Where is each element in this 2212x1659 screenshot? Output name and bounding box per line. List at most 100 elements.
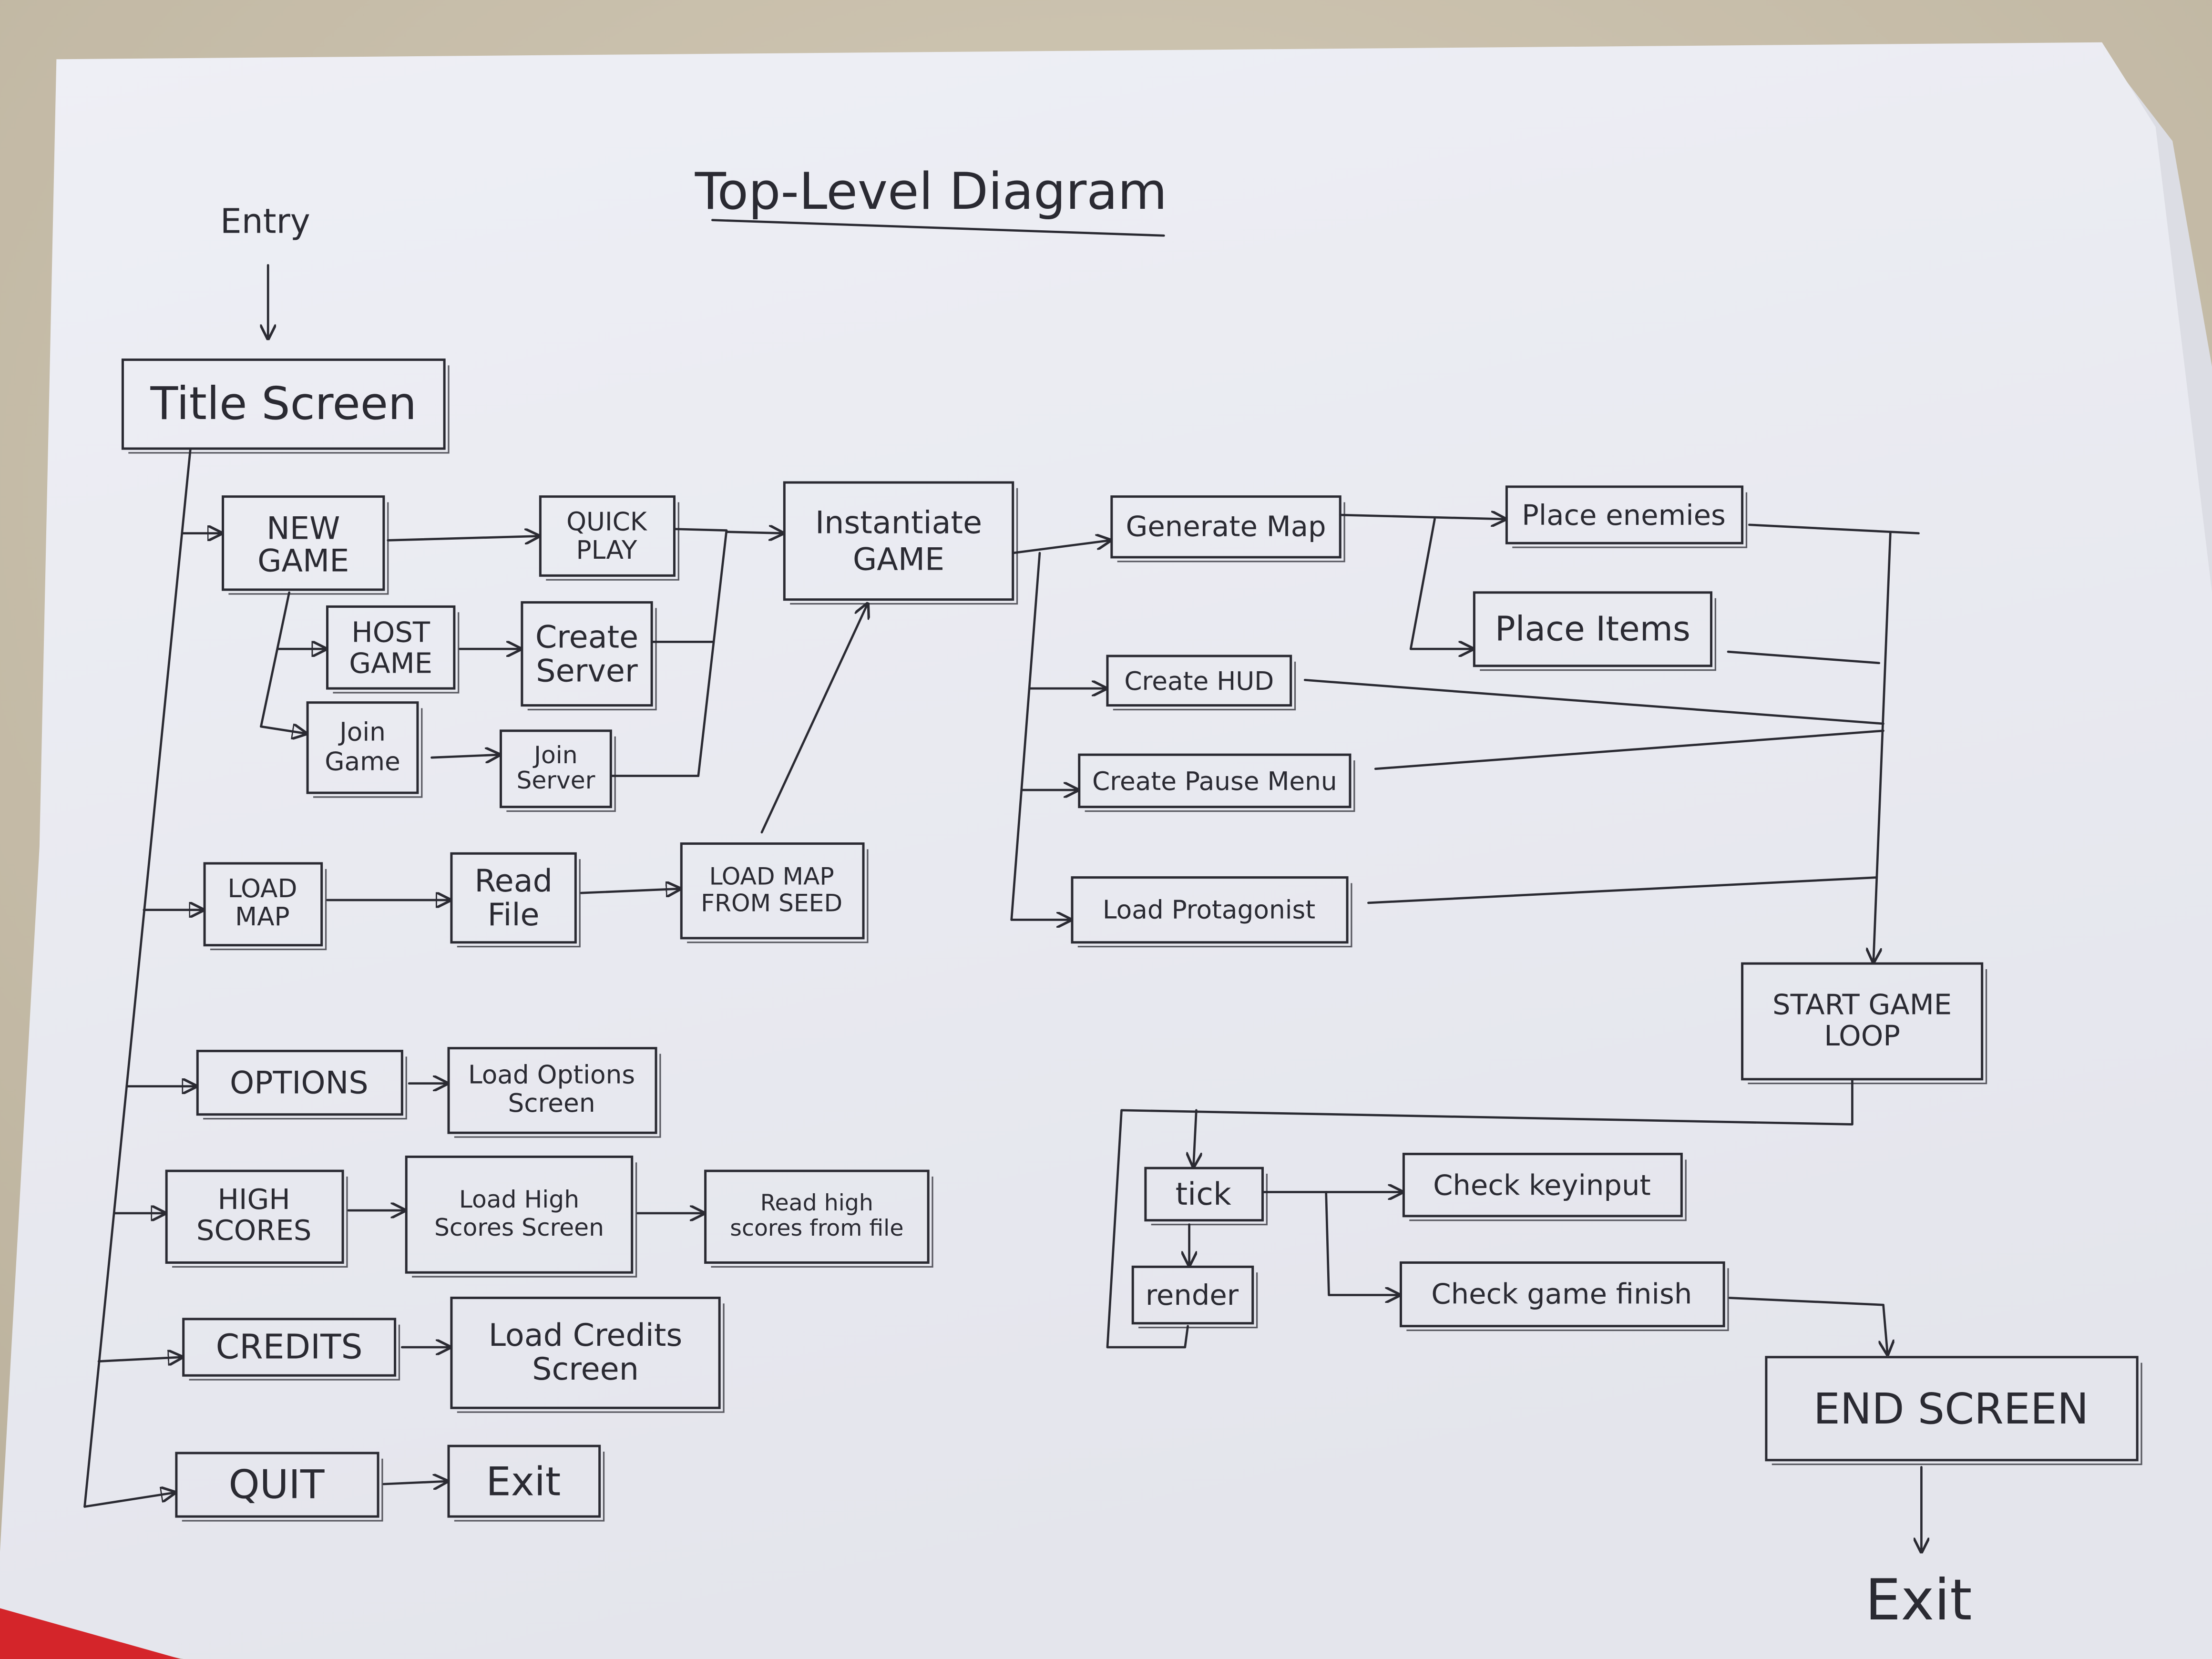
- node-generate-map: Generate Map: [1110, 495, 1345, 563]
- edge-instantiate-to-generate-map: [1012, 540, 1110, 554]
- node-label-line-2: File: [488, 897, 540, 933]
- box-shade-line: [457, 859, 581, 948]
- node-box: [326, 605, 456, 690]
- box-shade-line: [1077, 883, 1352, 948]
- box-shade-line: [1117, 502, 1345, 563]
- node-quick-play: QUICK PLAY: [539, 495, 679, 581]
- edge-seed-to-instantiate: [760, 604, 868, 834]
- final-exit-label: Exit: [1865, 1567, 1972, 1633]
- edge-hud-to-merge: [1303, 678, 1884, 725]
- edge-merge-to-start-loop: [1874, 532, 1892, 963]
- node-label-line-1: Join: [338, 717, 386, 747]
- node-label-line-2: scores from file: [730, 1215, 903, 1241]
- node-label: tick: [1176, 1177, 1231, 1212]
- edge-read-file-to-seed: [580, 889, 680, 893]
- node-label-line-1: LOAD MAP: [709, 862, 834, 890]
- node-load-credits-screen: Load Credits Screen: [450, 1296, 725, 1413]
- box-shade-line: [1772, 1362, 2142, 1465]
- node-label-line-1: Load Credits: [489, 1318, 683, 1353]
- node-label: Exit: [486, 1459, 561, 1505]
- node-options: OPTIONS: [196, 1050, 407, 1120]
- box-shade-line: [333, 612, 460, 694]
- node-label: Load Protagonist: [1103, 895, 1315, 924]
- node-label-line-1: LOAD: [227, 874, 297, 903]
- node-label: CREDITS: [216, 1327, 363, 1367]
- node-create-server: Create Server: [521, 601, 657, 711]
- node-label-line-1: START GAME: [1772, 988, 1952, 1021]
- node-label-line-1: QUICK: [566, 507, 648, 537]
- edge-merge-quick-join: [609, 528, 728, 777]
- diagram-title: Top-Level Diagram: [695, 162, 1167, 237]
- edge-join-game-to-join-server: [430, 755, 500, 758]
- node-label-line-1: Instantiate: [815, 505, 982, 541]
- node-box: [165, 1169, 344, 1264]
- node-label-line-1: Load High: [459, 1185, 579, 1213]
- node-box: [704, 1169, 930, 1264]
- node-label-line-1: Load Options: [468, 1060, 635, 1090]
- node-box: [196, 1050, 403, 1116]
- node-check-keyinput: Check keyinput: [1402, 1153, 1687, 1221]
- node-box: [182, 1318, 397, 1377]
- node-box: [1402, 1153, 1683, 1218]
- edges: [83, 447, 1922, 1552]
- node-box: [203, 862, 323, 947]
- node-quit: QUIT: [175, 1452, 383, 1522]
- box-shade-line: [228, 502, 389, 595]
- node-read-high-scores-from-file: Read high scores from file: [704, 1169, 933, 1268]
- node-label-line-2: Game: [325, 747, 400, 777]
- node-label-line-2: GAME: [257, 543, 349, 579]
- node-label-line-1: Create: [535, 619, 638, 655]
- edge-protagonist-to-merge: [1367, 876, 1878, 904]
- node-label: Check keyinput: [1433, 1168, 1651, 1201]
- node-load-high-scores-screen: Load High Scores Screen: [405, 1156, 637, 1278]
- node-load-options-screen: Load Options Screen: [447, 1047, 661, 1138]
- node-box: [783, 481, 1014, 601]
- node-join-game: Join Game: [306, 701, 423, 798]
- edge-to-quit: [83, 1493, 175, 1508]
- edge-loop-return: [1106, 1078, 1854, 1349]
- node-label: Check game finish: [1431, 1277, 1692, 1310]
- box-shade-line: [189, 1324, 400, 1381]
- node-label-line-2: MAP: [235, 902, 289, 932]
- node-check-game-finish: Check game finish: [1399, 1261, 1729, 1331]
- paper-sheet: [0, 42, 2212, 1659]
- node-label-line-1: Join: [533, 741, 577, 769]
- box-shade-line: [1748, 969, 1987, 1085]
- final-exit: Exit: [1865, 1567, 1972, 1633]
- edge-new-game-sub-spine: [260, 591, 290, 728]
- node-label-line-1: Read: [474, 863, 553, 899]
- node-read-file: Read File: [450, 852, 581, 948]
- node-box: [405, 1156, 634, 1274]
- node-box: [1741, 962, 1984, 1081]
- node-label-line-2: Screen: [508, 1088, 595, 1118]
- box-shade-line: [711, 1176, 933, 1268]
- diagram-title-text: Top-Level Diagram: [695, 162, 1167, 221]
- edge-merge-to-instantiate: [725, 532, 783, 533]
- node-label: QUIT: [229, 1462, 325, 1508]
- node-box: [1144, 1167, 1264, 1222]
- node-box: [1505, 485, 1744, 544]
- box-shade-line: [1406, 1268, 1729, 1331]
- edge-generate-map-to-enemies: [1339, 515, 1505, 519]
- edge-finish-to-end-screen: [1728, 1297, 1887, 1354]
- edge-new-game-to-quick-play: [387, 536, 539, 540]
- node-box: [450, 852, 577, 944]
- edge-instantiate-sub-spine: [1010, 552, 1041, 921]
- node-box: [1131, 1265, 1254, 1325]
- diagram-title-underline: [711, 219, 1165, 237]
- node-label: Create HUD: [1124, 666, 1274, 696]
- node-label-line-2: GAME: [853, 542, 944, 578]
- box-shade-line: [1512, 492, 1748, 548]
- node-label-line-2: SCORES: [196, 1214, 312, 1247]
- box-shade-line: [1113, 661, 1296, 711]
- node-label: Create Pause Menu: [1092, 767, 1337, 796]
- box-shade-line: [182, 1458, 383, 1522]
- node-box: [1078, 753, 1352, 809]
- node-label: render: [1146, 1279, 1239, 1311]
- box-shade-line: [1085, 760, 1355, 812]
- edge-quit-to-exit: [382, 1481, 447, 1484]
- node-box: [1110, 495, 1342, 559]
- node-high-scores: HIGH SCORES: [165, 1169, 348, 1268]
- box-shade-line: [1480, 598, 1716, 671]
- node-load-protagonist: Load Protagonist: [1071, 876, 1352, 948]
